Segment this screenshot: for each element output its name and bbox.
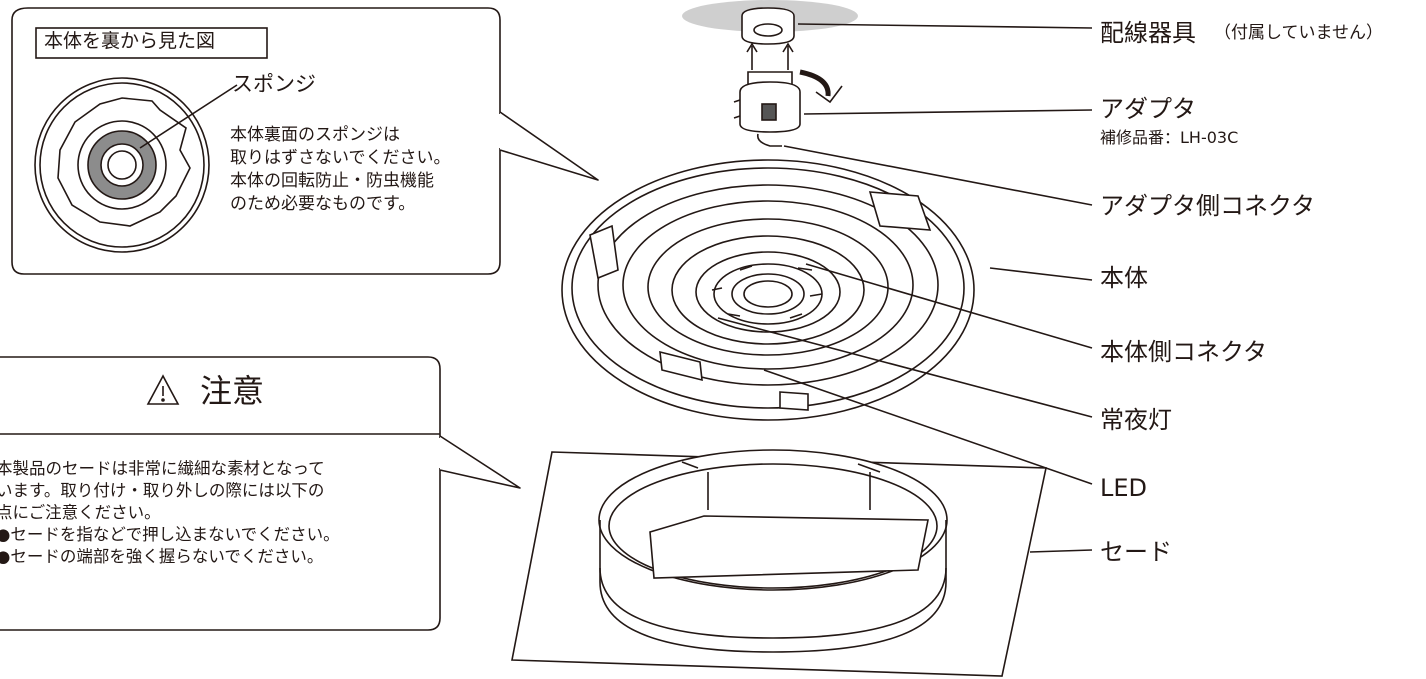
caution-box — [0, 356, 441, 631]
leader-led — [763, 369, 1093, 485]
inset-note-line: 本体の回転防止・防虫機能 — [230, 171, 434, 191]
inset-callout-pointer — [499, 111, 599, 181]
inset-note-line: のため必要なものです。 — [230, 194, 416, 214]
leader-adapter — [803, 109, 1093, 115]
inset-title-box — [35, 27, 268, 59]
label-led: LED — [1100, 474, 1148, 502]
label-body: 本体 — [1100, 264, 1148, 292]
caution-line: 本製品のセードは非常に繊細な素材となって — [0, 459, 325, 478]
light-body — [561, 159, 975, 421]
caution-line: 点にご注意ください。 — [0, 503, 161, 522]
label-body-connector: 本体側コネクタ — [1100, 338, 1268, 366]
warning-triangle-icon — [146, 374, 180, 405]
caution-title: 注意 — [200, 372, 265, 410]
label-shade: セード — [1100, 538, 1172, 566]
caution-line: ●セードの端部を強く握らないでください。 — [0, 547, 324, 566]
leader-body — [989, 267, 1093, 281]
leader-wiring — [797, 23, 1093, 29]
inset-note-line: 取りはずさないでください。 — [230, 148, 451, 168]
label-adapter-connector: アダプタ側コネクタ — [1100, 192, 1316, 220]
leader-shade — [1029, 549, 1093, 553]
adapter-icon — [733, 71, 801, 147]
inset-note: 本体裏面のスポンジは 取りはずさないでください。 本体の回転防止・防虫機能 のた… — [230, 124, 451, 216]
leader-adapter-connector — [783, 145, 1093, 206]
caution-pointer — [439, 435, 521, 489]
leader-night-light — [717, 317, 1093, 418]
caution-line: ●セードを指などで押し込まないでください。 — [0, 525, 340, 544]
label-adapter: アダプタ — [1100, 95, 1196, 123]
shade — [511, 449, 1047, 677]
sponge-label: スポンジ — [232, 72, 316, 96]
caution-line: います。取り付け・取り外しの際には以下の — [0, 481, 325, 500]
inset-note-line: 本体裏面のスポンジは — [230, 125, 400, 145]
caution-body: 本製品のセードは非常に繊細な素材となって います。取り付け・取り外しの際には以下… — [0, 458, 340, 568]
inset-title: 本体を裏から見た図 — [44, 30, 216, 52]
label-night-light: 常夜灯 — [1100, 406, 1172, 434]
label-wiring-note: （付属していません） — [1214, 23, 1383, 43]
rear-view-figure — [34, 77, 238, 253]
sponge-leader — [139, 84, 238, 149]
leader-body-connector — [805, 263, 1093, 349]
label-wiring-device: 配線器具 — [1100, 19, 1196, 47]
label-adapter-part-no: 補修品番：LH-03C — [1100, 128, 1239, 147]
wiring-device-icon — [741, 7, 795, 45]
